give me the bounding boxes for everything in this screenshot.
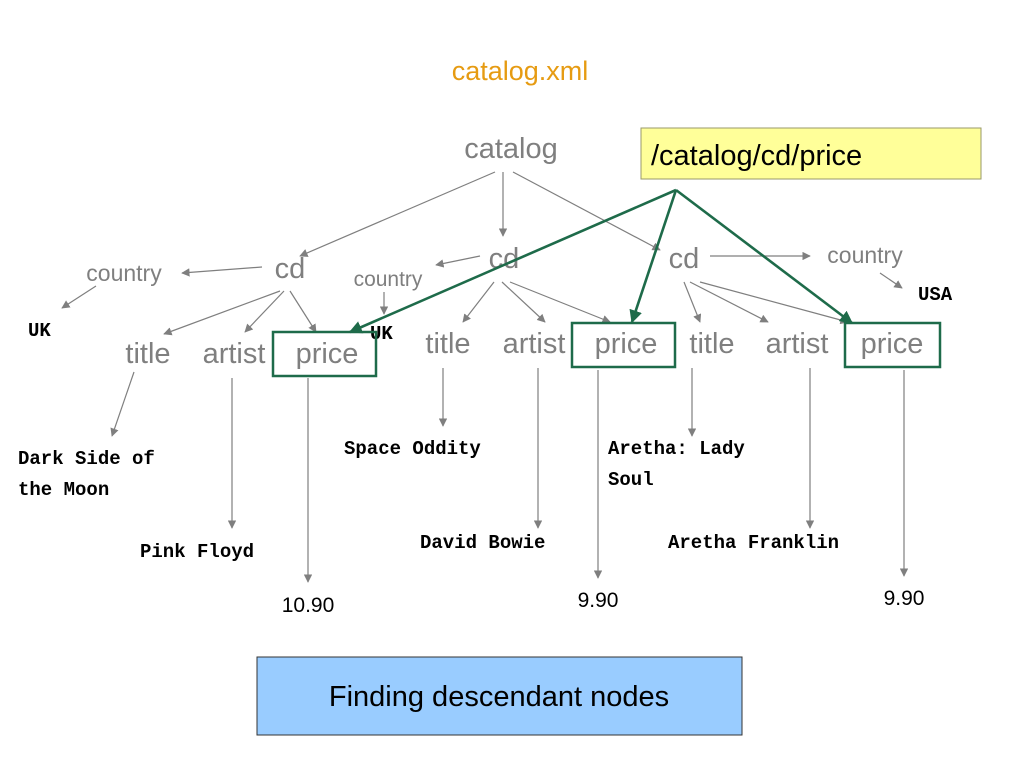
xpath-arrow-to-price-2 (629, 189, 678, 324)
price-value-3: 9.90 (884, 587, 925, 610)
artist-node-2: artist (503, 328, 566, 360)
country-value-2: UK (370, 323, 393, 345)
price-node-1: price (296, 338, 359, 370)
edge-country1-value (61, 285, 97, 309)
price-highlight-box-2 (570, 321, 677, 369)
title-value-3-line-2: Soul (608, 469, 654, 491)
caption-text: Finding descendant nodes (329, 681, 669, 713)
title-value-1: Dark Side of the Moon (18, 448, 166, 501)
title-node-2: title (425, 328, 470, 360)
artist-node-1: artist (203, 338, 266, 370)
title-value-2-line-1: Space Oddity (344, 438, 481, 460)
artist-value-1: Pink Floyd (140, 541, 254, 563)
xpath-box (640, 127, 982, 180)
caption-box (256, 656, 743, 736)
edge-cd2-artist (501, 281, 546, 323)
artist-value-2: David Bowie (420, 532, 545, 554)
edge-cd3-title (683, 281, 702, 323)
edge-catalog-cd3 (512, 171, 661, 251)
title-value-3-line-1: Aretha: Lady (608, 438, 745, 460)
edge-cd2-country (435, 255, 481, 268)
edge-catalog-cd1 (299, 171, 496, 257)
edge-cd1-country (181, 266, 263, 277)
edge-cd1-title (163, 290, 281, 336)
price-node-2: price (595, 328, 658, 360)
country-node-2: country (354, 268, 423, 291)
slide-title: catalog.xml (452, 56, 589, 86)
edge-title1-value (110, 371, 135, 437)
cd-node-1: cd (275, 253, 306, 285)
edge-cd1-price (289, 290, 317, 333)
price-highlight-box-3 (843, 321, 942, 369)
title-value-1-line-1: Dark Side of (18, 448, 155, 470)
cd-node-3: cd (669, 243, 700, 275)
price-value-2: 9.90 (578, 589, 619, 612)
price-highlight-box-1 (271, 330, 378, 378)
artist-value-3: Aretha Franklin (668, 532, 839, 554)
title-value-1-line-2: the Moon (18, 479, 109, 501)
title-node-1: title (125, 338, 170, 370)
xpath-arrow-to-price-3 (675, 188, 854, 325)
xpath-arrow-to-price-1 (348, 188, 677, 334)
country-value-3: USA (918, 284, 953, 306)
edge-country3-value (879, 272, 903, 289)
country-node-3: country (827, 242, 903, 268)
edge-cd2-title (462, 281, 495, 323)
edge-cd2-price (509, 281, 611, 324)
root-node-catalog: catalog (464, 133, 558, 165)
xpath-expression: /catalog/cd/price (651, 140, 862, 172)
country-value-1: UK (28, 320, 51, 342)
country-node-1: country (86, 260, 162, 286)
edge-cd3-artist (689, 281, 769, 323)
title-value-3: Aretha: Lady Soul (608, 438, 756, 491)
price-value-1: 10.90 (282, 594, 335, 617)
edge-cd1-artist (244, 290, 285, 333)
price-node-3: price (861, 328, 924, 360)
title-value-2: Space Oddity (344, 438, 481, 460)
artist-node-3: artist (766, 328, 829, 360)
edge-cd3-price (699, 281, 849, 325)
title-node-3: title (689, 328, 734, 360)
